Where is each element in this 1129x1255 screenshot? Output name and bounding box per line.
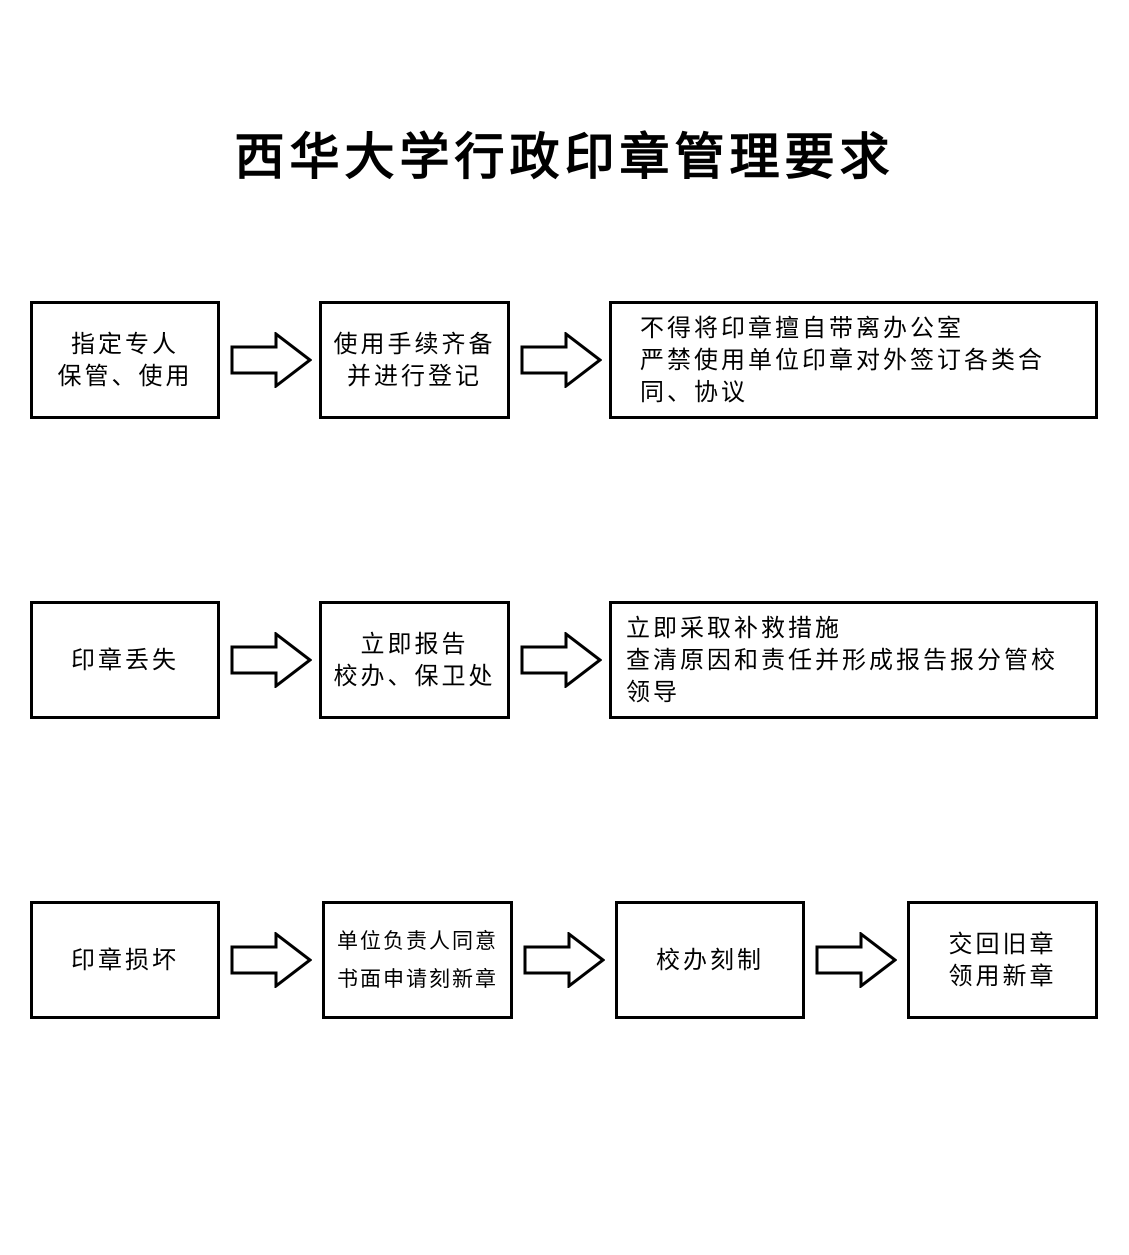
page-title: 西华大学行政印章管理要求 xyxy=(234,128,895,186)
box-text: 印章损坏 xyxy=(71,946,179,974)
right-arrow-icon xyxy=(230,332,312,388)
box-report-immediately: 立即报告 校办、保卫处 xyxy=(319,601,510,719)
box-text: 立即报告 xyxy=(360,630,469,658)
right-arrow-icon xyxy=(520,632,602,688)
box-text: 并进行登记 xyxy=(347,362,482,390)
box-remedial-measures: 立即采取补救措施 查清原因和责任并形成报告报分管校 领导 xyxy=(609,601,1098,719)
box-text: 保管、使用 xyxy=(57,362,193,390)
box-text: 立即采取补救措施 xyxy=(626,614,842,642)
box-written-application: 单位负责人同意 书面申请刻新章 xyxy=(322,901,513,1019)
box-text: 查清原因和责任并形成报告报分管校 xyxy=(626,646,1058,674)
box-text: 交回旧章 xyxy=(948,930,1057,958)
box-text: 使用手续齐备 xyxy=(333,330,496,358)
right-arrow-icon xyxy=(230,932,312,988)
box-assign-custodian: 指定专人 保管、使用 xyxy=(30,301,220,419)
box-text: 领用新章 xyxy=(948,962,1057,990)
box-text: 同、协议 xyxy=(640,378,748,406)
box-return-old-seal: 交回旧章 领用新章 xyxy=(907,901,1098,1019)
box-register-usage: 使用手续齐备 并进行登记 xyxy=(319,301,510,419)
box-text: 领导 xyxy=(626,678,680,706)
box-office-engraving: 校办刻制 xyxy=(615,901,805,1019)
right-arrow-icon xyxy=(815,932,897,988)
box-text: 校办、保卫处 xyxy=(333,662,496,690)
box-seal-lost: 印章丢失 xyxy=(30,601,220,719)
box-text: 指定专人 xyxy=(71,330,179,358)
box-text: 书面申请刻新章 xyxy=(337,967,498,991)
box-text: 印章丢失 xyxy=(71,646,179,674)
box-text: 单位负责人同意 xyxy=(337,929,498,953)
right-arrow-icon xyxy=(520,332,602,388)
box-usage-prohibitions: 不得将印章擅自带离办公室 严禁使用单位印章对外签订各类合 同、协议 xyxy=(609,301,1098,419)
box-text: 严禁使用单位印章对外签订各类合 xyxy=(640,346,1045,374)
right-arrow-icon xyxy=(230,632,312,688)
right-arrow-icon xyxy=(523,932,605,988)
box-text: 校办刻制 xyxy=(656,946,764,974)
box-text: 不得将印章擅自带离办公室 xyxy=(640,314,964,342)
box-seal-damaged: 印章损坏 xyxy=(30,901,220,1019)
